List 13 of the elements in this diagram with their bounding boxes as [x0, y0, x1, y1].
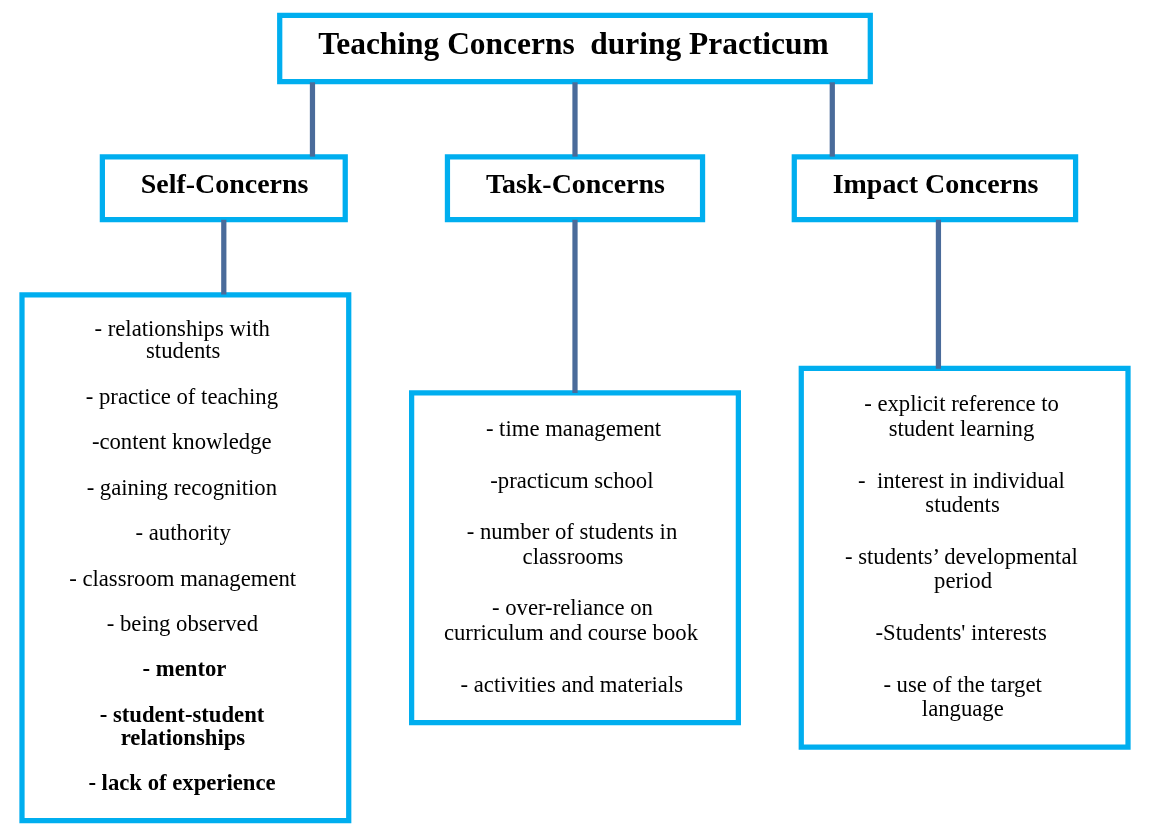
connector — [309, 82, 315, 157]
node-box: - time management -practicum school - number of students in classrooms - over-reliance on curriculum and course book - activities and materials — [408, 390, 741, 726]
connector — [829, 82, 835, 157]
node-box: Task-Concerns — [444, 154, 705, 223]
node-box: Impact Concerns — [791, 154, 1078, 223]
node-box: - relationships with students - practice of teaching -content knowledge - gaining recognition - authority - classroom management - being observed - mentor - student-student relationships - lack of experience — [18, 292, 351, 824]
connector — [571, 219, 578, 394]
connector — [220, 219, 226, 295]
connector — [935, 219, 941, 369]
node-box: Self-Concerns — [99, 154, 348, 223]
node-box: - explicit reference to student learning - interest in individual students - students’ developmental period -Students' interests - use of the target language — [798, 365, 1131, 750]
node-box: Teaching Concerns during Practicum — [276, 12, 873, 85]
connector — [571, 82, 578, 157]
